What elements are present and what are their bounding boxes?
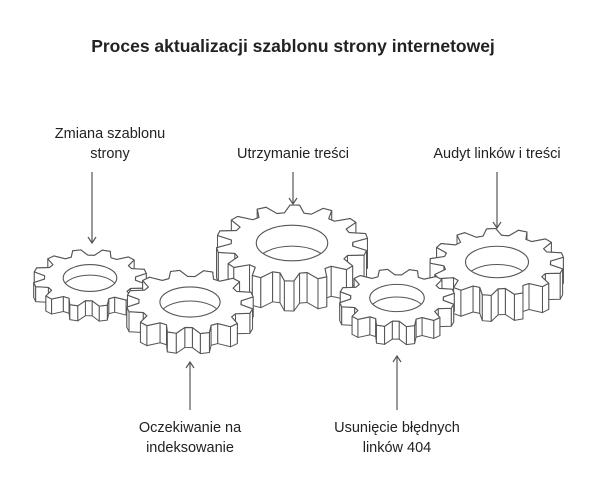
gear-hole — [369, 283, 425, 313]
step-label-oczekiwanie: Oczekiwanie na indeksowanie — [90, 418, 290, 458]
gear-icon-audyt-linkow — [429, 227, 564, 322]
step-label-zmiana-szablonu: Zmiana szablonu strony — [10, 124, 210, 164]
gear-hole — [159, 286, 221, 318]
arrow-down-icon-audyt-linkow — [492, 172, 502, 230]
arrow-up-icon-oczekiwanie — [185, 360, 195, 410]
arrow-down-icon-utrzymanie-tresci — [288, 172, 298, 206]
step-label-utrzymanie-tresci: Utrzymanie treści — [193, 144, 393, 164]
label-line: strony — [90, 146, 130, 162]
label-line: linków 404 — [362, 440, 432, 456]
label-line: Audyt linków i treści — [433, 146, 561, 162]
gear-icon-usuniecie-linkow — [339, 268, 455, 346]
arrow-down-icon-zmiana-szablonu — [87, 172, 97, 245]
gear-hole — [464, 245, 530, 279]
label-line: indeksowanie — [146, 440, 234, 456]
gear-icon-utrzymanie-tresci — [216, 204, 368, 312]
gear-hole — [62, 264, 118, 292]
label-line: Usunięcie błędnych — [334, 420, 460, 436]
step-label-audyt-linkow: Audyt linków i treści — [397, 144, 597, 164]
diagram-title: Proces aktualizacji szablonu strony inte… — [91, 36, 495, 56]
label-line: Oczekiwanie na — [138, 420, 242, 436]
step-label-usuniecie-linkow: Usunięcie błędnych linków 404 — [297, 418, 497, 458]
label-line: Utrzymanie treści — [237, 146, 349, 162]
gear-hole — [255, 224, 329, 262]
gear-icon-oczekiwanie — [126, 269, 254, 355]
label-line: Zmiana szablonu — [54, 126, 166, 142]
arrow-up-icon-usuniecie-linkow — [392, 354, 402, 410]
